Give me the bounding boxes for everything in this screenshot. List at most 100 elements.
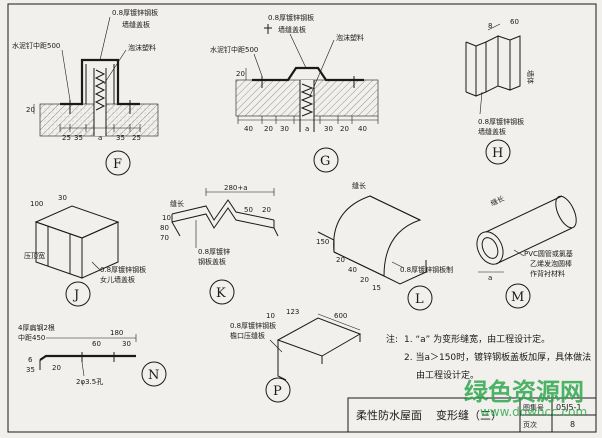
p-note-1: 0.8厚镀锌钢板 [230,321,276,330]
p-dim-0: 600 [334,312,347,320]
k-note-1: 0.8厚镀锌 [198,247,230,256]
n-dim-0: 180 [110,329,123,337]
watermark-cn: 绿色资源网 [464,378,584,406]
g-dim-6: 40 [358,125,367,133]
detail-g: 0.8厚镀锌钢板 墙缝盖板 水泥钉中距500 泡沫塑料 20 40 20 30 … [210,13,379,173]
j-label-press: 压顶宽 [24,251,45,260]
f-label-foam: 泡沫塑料 [128,43,156,52]
n-dim-5: 6 [28,356,33,364]
circle-k: K [216,286,226,301]
l-dim-1: 20 [336,256,345,264]
m-note-2: 乙烯发泡圆棒 [530,259,572,268]
p-dim-1: 123 [286,308,299,316]
g-dim-4: 30 [324,125,333,133]
k-d50: 50 [244,206,253,214]
watermark: 绿色资源网 www.downcc.com [464,378,587,419]
g-label-cover: 墙缝盖板 [278,25,306,34]
detail-k: 280+a 缝长 10 80 50 20 70 0.8厚镀锌 钢板盖板 K [160,184,279,305]
f-dim-2: a [98,134,102,142]
g-dim-side: 20 [236,70,245,78]
l-dim-2: 40 [348,266,357,274]
n-dim-3: 35 [26,366,35,374]
f-label-steel: 0.8厚镀锌钢板 [112,8,158,17]
circle-g: G [320,154,330,169]
n-dim-1: 60 [92,340,101,348]
notes-heading: 注: [386,333,398,345]
g-dim-2: 30 [280,125,289,133]
f-label-cover: 墙缝盖板 [122,20,150,29]
l-dim-0: 150 [316,238,329,246]
notes: 注: 1. “a” 为变形缝宽，由工程设计定。 2. 当a＞150时，镀锌钢板盖… [386,333,591,381]
circle-n: N [148,368,159,383]
page-number: 8 [570,420,575,429]
detail-l: 缝长 150 20 40 20 15 0.8厚镀锌钢板制 L [316,181,453,311]
l-note: 0.8厚镀锌钢板制 [400,265,453,274]
g-dim-0: 40 [244,125,253,133]
title-block: 柔性防水屋面 变形缝（三） 图集号 05J5-1 页次 8 [347,397,597,433]
j-dim-30: 30 [58,194,67,202]
note-1: 1. “a” 为变形缝宽，由工程设计定。 [404,333,550,345]
k-dim-main: 280+a [224,184,248,192]
watermark-en: www.downcc.com [480,405,587,419]
k-side: 70 [160,234,169,242]
g-dim-3: a [305,125,309,133]
note-2: 2. 当a＞150时，镀锌钢板盖板加厚，具体做法 [404,351,591,363]
h-note-2: 墙缝盖板 [478,127,506,136]
k-d20: 20 [262,206,271,214]
detail-m: a 缝长 PVC圆管或氯基 乙烯发泡圆棒 作背衬材料 M [476,194,577,309]
f-label-nail: 水泥钉中距500 [12,41,60,50]
g-dim-1: 20 [264,125,273,133]
k-d10: 10 [162,214,171,222]
l-seam: 缝长 [352,181,366,190]
k-d80: 80 [160,224,169,232]
h-wall: 墙体 [526,70,535,84]
note-3: 由工程设计定。 [416,369,479,381]
n-dim-2: 30 [122,340,131,348]
circle-m: M [511,290,524,305]
f-dim-0: 25 [62,134,71,142]
g-label-foam: 泡沫塑料 [336,33,364,42]
h-note-1: 0.8厚镀锌钢板 [478,117,524,126]
detail-n: 180 60 30 35 20 6 4厚扁钢2根 中距450 2φ3.5孔 N [18,323,167,387]
p-dim-2: 10 [266,312,275,320]
detail-p: 600 123 10 0.8厚镀锌钢板 檐口压缝板 P [230,308,362,403]
circle-f: F [113,157,122,172]
n-dim-4: 20 [52,364,61,372]
j-note-1: 0.8厚镀锌钢板 [100,265,146,274]
g-dim-5: 20 [340,125,349,133]
m-dim-a: a [488,274,492,282]
detail-h: 8 60 墙体 0.8厚镀锌钢板 墙缝盖板 H [465,18,535,165]
n-rivet-1: 4厚扁钢2根 [18,323,55,332]
n-rivet-2: 中距450 [18,333,45,342]
atlas-number: 05J5-1 [556,403,582,412]
atlas-label: 图集号 [523,403,544,412]
m-note-1: PVC圆管或氯基 [524,249,573,258]
n-note: 2φ3.5孔 [76,378,103,386]
circle-h: H [492,146,503,161]
j-note-2: 女儿墙盖板 [100,275,135,284]
h-dim-8: 8 [488,22,492,30]
l-dim-3: 20 [360,276,369,284]
k-seam: 缝长 [170,199,184,208]
f-dim-4: 25 [132,134,141,142]
title-sub: 变形缝（三） [436,408,502,422]
h-dim-60: 60 [510,18,519,26]
detail-f: 0.8厚镀锌钢板 墙缝盖板 水泥钉中距500 泡沫塑料 20 25 35 a 3… [12,8,159,176]
detail-j: 100 30 压顶宽 0.8厚镀锌钢板 女儿墙盖板 J [24,194,146,307]
circle-j: J [72,288,79,303]
p-note-2: 檐口压缝板 [230,331,265,340]
j-dim-100: 100 [30,200,43,208]
f-dim-side: 20 [26,106,35,114]
page-label: 页次 [523,420,537,429]
l-dim-4: 15 [372,284,381,292]
k-note-2: 钢板盖板 [198,257,226,266]
g-label-nail: 水泥钉中距500 [210,45,258,54]
f-dim-1: 35 [74,134,83,142]
circle-l: L [415,292,424,307]
m-note-3: 作背衬材料 [530,269,565,278]
sheet-frame [7,3,597,433]
m-seam: 缝长 [489,194,505,208]
circle-p: P [273,384,282,399]
g-label-steel: 0.8厚镀锌钢板 [268,13,314,22]
